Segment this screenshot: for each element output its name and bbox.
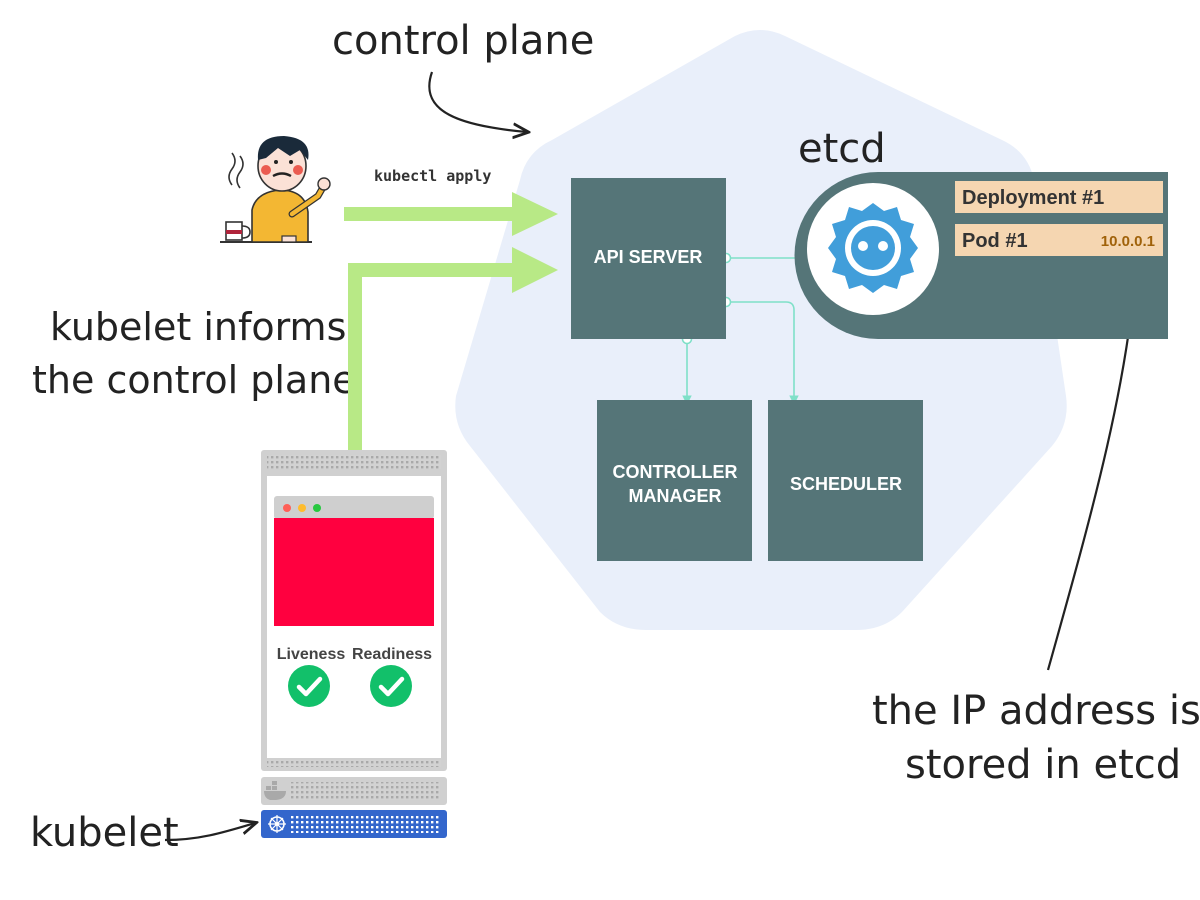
controller-manager-label-line2: MANAGER <box>629 486 722 506</box>
control-plane-annotation: control plane <box>332 18 594 64</box>
check-icon <box>288 665 330 707</box>
api-server-label: API SERVER <box>594 247 703 267</box>
docker-icon <box>264 781 286 800</box>
liveness-label: Liveness <box>277 646 346 663</box>
etcd-logo-icon <box>828 203 918 293</box>
check-icon <box>370 665 412 707</box>
pod-ip-value: 10.0.0.1 <box>1101 233 1155 250</box>
scheduler-label: SCHEDULER <box>790 474 902 494</box>
etcd-record-pod: Pod #1 10.0.0.1 <box>955 224 1163 256</box>
coffee-mug-icon <box>225 221 251 241</box>
kubelet-arrow <box>164 823 255 842</box>
kubernetes-wheel-icon <box>268 815 286 833</box>
developer-illustration <box>220 136 331 243</box>
api-server-box: API SERVER <box>571 178 726 339</box>
controller-manager-label-line1: CONTROLLER <box>613 462 738 482</box>
etcd-record-deployment: Deployment #1 <box>955 181 1163 213</box>
kubelet-report-arrow <box>348 247 558 453</box>
app-window <box>274 496 434 626</box>
control-plane-arrow <box>428 71 527 132</box>
kubectl-command: kubectl apply <box>374 167 491 185</box>
kubelet-bar <box>261 810 447 838</box>
pod-record-label: Pod #1 <box>962 230 1028 252</box>
kubelet-informs-annotation-line1: kubelet informs <box>50 305 346 349</box>
worker-node: Liveness Readiness <box>261 450 447 771</box>
readiness-label: Readiness <box>352 646 432 663</box>
kubectl-apply-arrow <box>344 192 558 236</box>
scheduler-box: SCHEDULER <box>768 400 923 561</box>
container-runtime-bar <box>261 777 447 805</box>
ip-stored-annotation-line1: the IP address is <box>872 688 1200 734</box>
controller-manager-box: CONTROLLER MANAGER <box>597 400 752 561</box>
kubelet-annotation: kubelet <box>30 810 179 856</box>
etcd-store: Deployment #1 Pod #1 10.0.0.1 <box>794 172 1168 339</box>
deployment-record-label: Deployment #1 <box>962 187 1104 209</box>
ip-stored-annotation-line2: stored in etcd <box>905 742 1181 788</box>
etcd-title: etcd <box>798 126 886 172</box>
kubelet-informs-annotation-line2: the control plane <box>32 358 356 402</box>
